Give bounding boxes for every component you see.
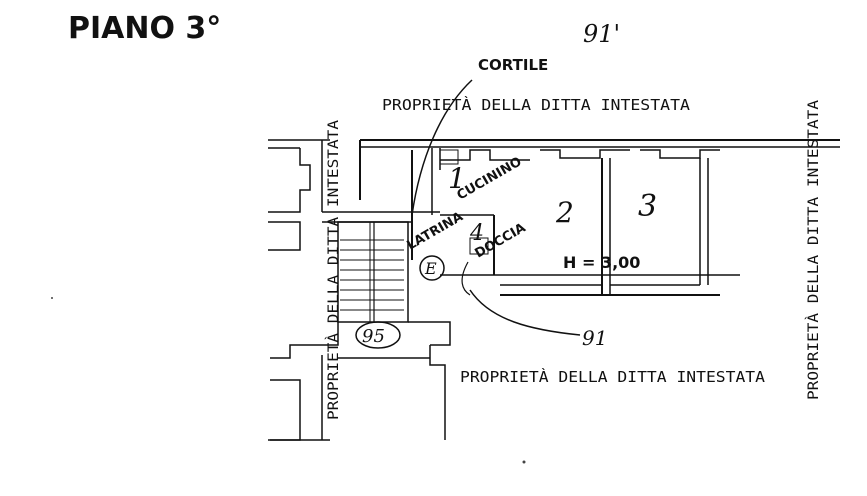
owner-label-top: PROPRIETÀ DELLA DITTA INTESTATA	[382, 95, 690, 114]
floor-label: PIANO 3°	[68, 11, 221, 46]
stair-marker-label: E	[424, 259, 437, 278]
toilet-label: LATRINA	[405, 209, 466, 253]
courtyard-leader-line	[411, 79, 473, 216]
door-arc	[461, 261, 471, 296]
speck	[51, 297, 53, 299]
parcel-number-lower: 91	[582, 326, 607, 350]
parcel-number-top: 91'	[583, 20, 620, 48]
stair-parcel-circle	[355, 321, 401, 349]
height-label: H = 3,00	[563, 253, 640, 272]
room-number-1: 1	[448, 162, 466, 195]
speck	[522, 460, 526, 464]
stair-treads	[340, 239, 404, 311]
parcel-leader-line	[469, 289, 581, 336]
room-number-2: 2	[555, 196, 574, 229]
courtyard-label: CORTILE	[478, 56, 548, 74]
owner-label-bottom: PROPRIETÀ DELLA DITTA INTESTATA	[460, 367, 765, 386]
stair-marker-circle	[419, 255, 445, 281]
wall-lines	[268, 139, 840, 441]
stair-parcel-number: 95	[362, 326, 385, 347]
room-number-3: 3	[638, 189, 657, 224]
owner-label-right: PROPRIETÀ DELLA DITTA INTESTATA	[805, 99, 822, 400]
owner-label-left: PROPRIETÀ DELLA DITTA INTESTATA	[325, 119, 342, 420]
room-number-4: 4	[469, 221, 484, 246]
